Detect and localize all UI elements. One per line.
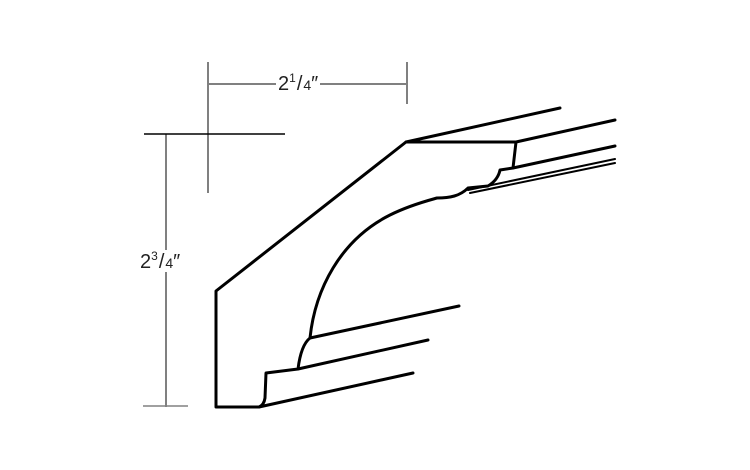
height-unit: ″: [173, 251, 181, 273]
molding-profile: [214, 106, 617, 409]
height-whole: 2: [140, 251, 152, 273]
width-unit: ″: [311, 73, 319, 95]
height-denominator: 4: [165, 255, 174, 271]
height-dimension-label: 23/4″: [138, 249, 183, 273]
width-whole: 2: [278, 73, 290, 95]
width-dimension-label: 21/4″: [276, 71, 321, 95]
width-denominator: 4: [303, 77, 312, 93]
height-numerator: 3: [151, 249, 158, 263]
width-numerator: 1: [289, 71, 296, 85]
